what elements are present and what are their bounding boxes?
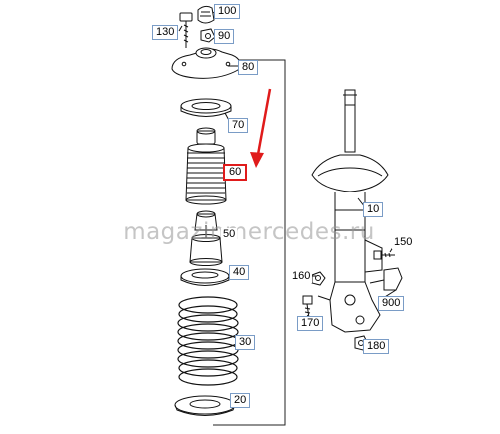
- part-label-90[interactable]: 90: [214, 29, 235, 44]
- part-170-bolt: [302, 295, 313, 319]
- part-label-130[interactable]: 130: [152, 25, 179, 40]
- part-60-dust-boot: [185, 127, 227, 205]
- part-label-900[interactable]: 900: [378, 296, 405, 311]
- part-label-150[interactable]: 150: [392, 236, 415, 249]
- part-label-70[interactable]: 70: [228, 118, 249, 133]
- part-80-top-mount: [171, 47, 241, 79]
- part-130-bolt: [179, 12, 193, 48]
- part-40-spring-seat: [180, 268, 230, 286]
- part-50-bump-stop: [189, 210, 223, 266]
- part-90-nut: [200, 28, 216, 43]
- part-100-cap: [197, 5, 215, 24]
- leader-130: [178, 25, 183, 32]
- part-label-30[interactable]: 30: [235, 335, 256, 350]
- part-label-100[interactable]: 100: [214, 4, 241, 19]
- part-label-10[interactable]: 10: [363, 202, 384, 217]
- red-pointer-arrow: [250, 88, 272, 168]
- part-label-50[interactable]: 50: [221, 228, 238, 241]
- part-160-nut: [311, 271, 326, 286]
- part-label-40[interactable]: 40: [229, 265, 250, 280]
- part-label-80[interactable]: 80: [238, 60, 259, 75]
- part-10-strut: [311, 89, 389, 333]
- part-label-170[interactable]: 170: [297, 316, 324, 331]
- part-label-20[interactable]: 20: [230, 393, 251, 408]
- watermark-text: magazinmercedes.ru: [123, 219, 375, 245]
- part-label-160[interactable]: 160: [290, 270, 313, 283]
- part-70-bearing: [180, 98, 232, 117]
- part-150-bolt: [373, 250, 395, 260]
- part-20-spring-pad: [174, 395, 236, 416]
- part-label-180[interactable]: 180: [363, 339, 390, 354]
- part-900-sensor: [369, 267, 403, 291]
- part-30-coil-spring: [177, 296, 239, 386]
- part-label-60[interactable]: 60: [223, 164, 248, 181]
